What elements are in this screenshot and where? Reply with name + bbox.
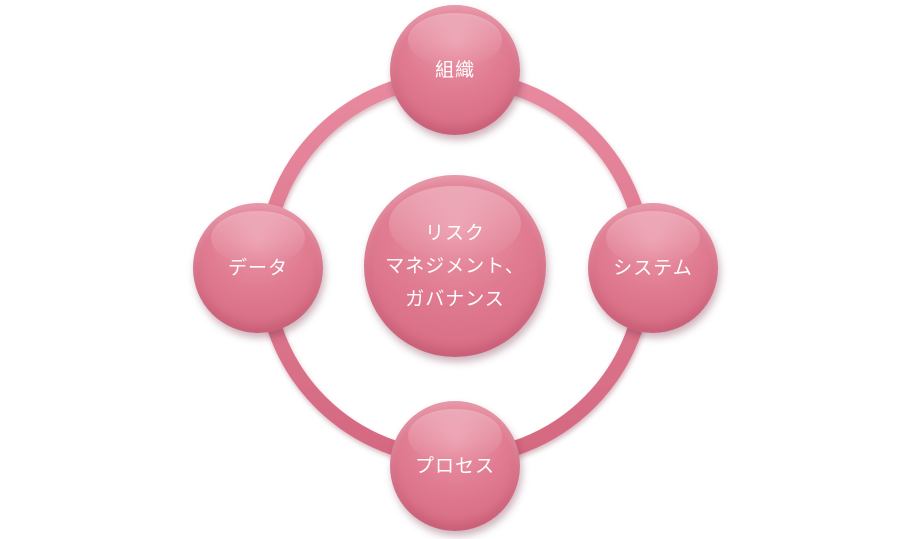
center-label-line-2: マネジメント、	[385, 254, 525, 277]
node-process: プロセス	[390, 401, 520, 531]
node-organization-label: 組織	[434, 58, 475, 81]
center-label-line-3: ガバナンス	[405, 287, 505, 310]
node-organization: 組織	[390, 5, 520, 135]
center-label: リスク マネジメント、 ガバナンス	[385, 221, 525, 310]
node-center-risk-governance: リスク マネジメント、 ガバナンス	[364, 175, 546, 357]
node-data-label: データ	[227, 256, 288, 279]
node-system-label: システム	[613, 256, 693, 279]
node-process-label: プロセス	[414, 454, 495, 477]
center-label-line-1: リスク	[424, 221, 485, 244]
node-data: データ	[193, 203, 323, 333]
node-system: システム	[588, 203, 718, 333]
